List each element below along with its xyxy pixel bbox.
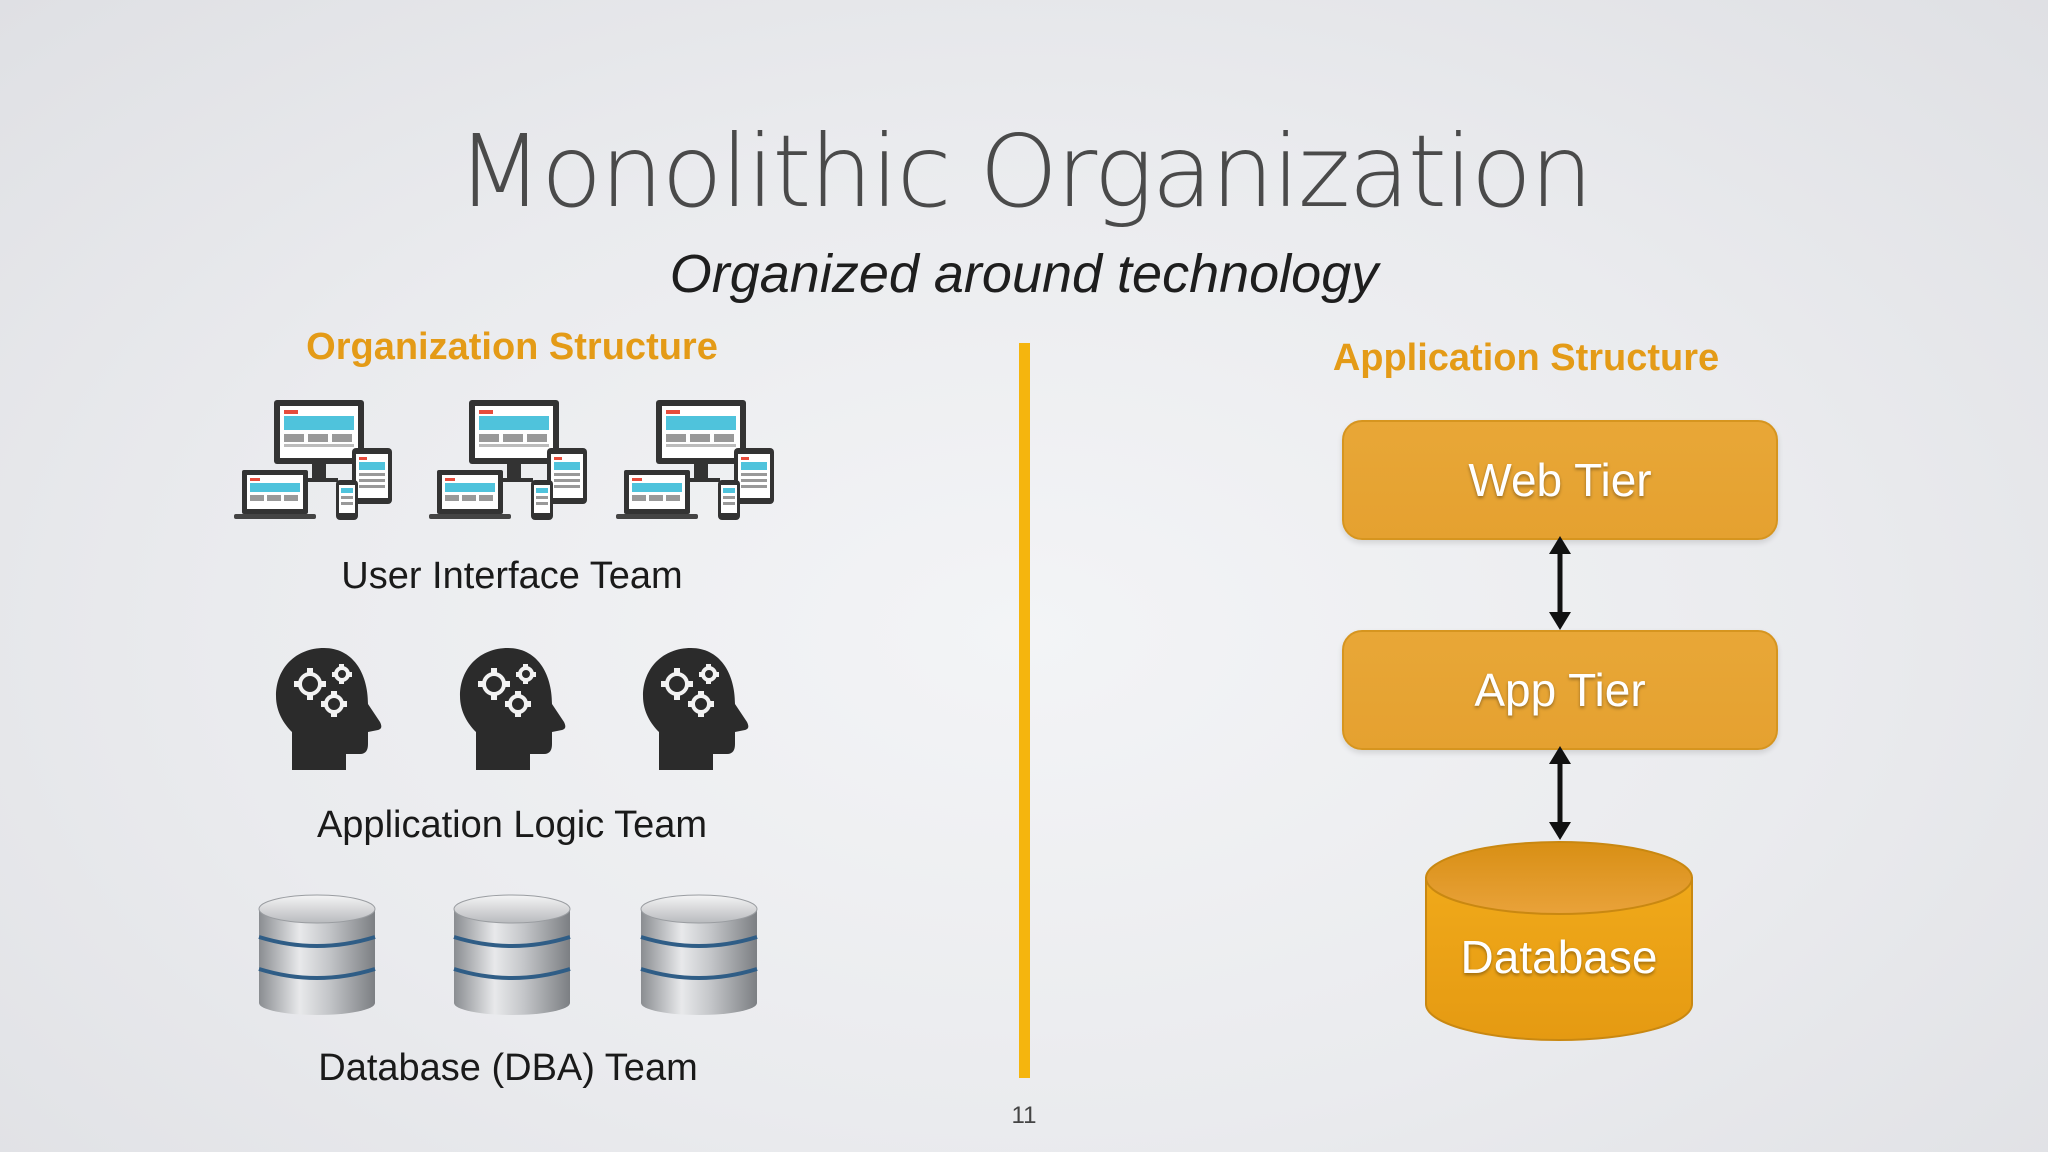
app-tier-label: App Tier [1474,664,1646,716]
database-stack-icon [640,894,758,1015]
database-stack-icon [453,894,571,1015]
head-gears-icon [276,648,382,770]
web-tier-label: Web Tier [1468,454,1652,506]
dba-team-label: Database (DBA) Team [318,1047,698,1089]
multi-device-icon [429,400,587,520]
web-tier-box: Web Tier [1342,420,1778,540]
bidirectional-arrow-icon [1549,746,1571,840]
organization-structure-heading: Organization Structure [306,326,718,368]
multi-device-icon [616,400,774,520]
page-number: 11 [1011,1102,1037,1129]
slide-subtitle: Organized around technology [669,244,1379,304]
multi-device-icon [234,400,392,520]
slide-title: Monolithic Organization [456,113,1594,230]
ui-team-label: User Interface Team [341,555,683,597]
vertical-divider [1019,343,1030,1078]
database-stack-icon [258,894,376,1015]
logic-team-label: Application Logic Team [316,804,708,846]
head-gears-icon [460,648,566,770]
database-tier-label: Database [1460,931,1658,983]
head-gears-icon [643,648,749,770]
database-cylinder [1425,841,1693,1041]
app-tier-box: App Tier [1342,630,1778,750]
bidirectional-arrow-icon [1549,536,1571,630]
application-structure-heading: Application Structure [1332,337,1720,379]
